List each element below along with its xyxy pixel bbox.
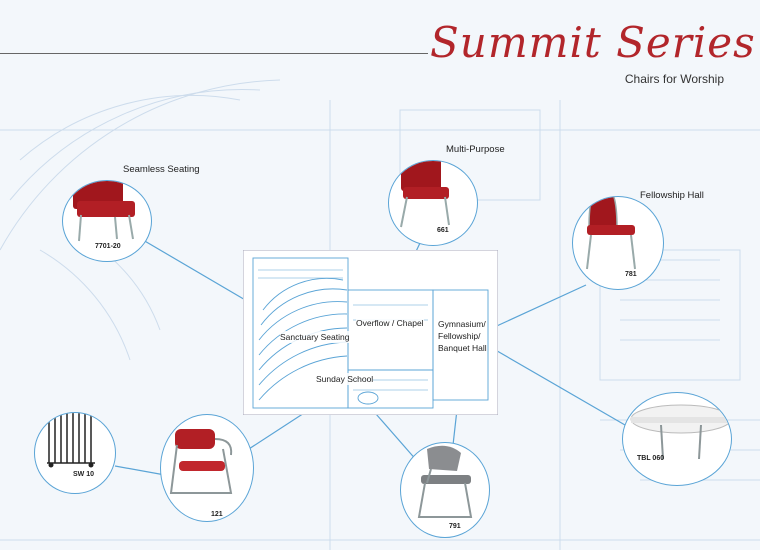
chair-661-icon [400, 161, 450, 228]
plan-label-sunday-school: Sunday School [316, 373, 374, 385]
chair-stack-sw10-icon [47, 413, 95, 468]
chair-7701-20-icon [73, 181, 135, 242]
product-code-661: 661 [437, 227, 449, 234]
product-code-781: 781 [625, 271, 637, 278]
product-circle-sw10: SW 10 [34, 412, 116, 494]
product-circle-791: 791 [400, 442, 490, 538]
plan-label-gymnasium: Gymnasium/ Fellowship/ Banquet Hall [438, 318, 487, 354]
product-label-fellowship: Fellowship Hall [640, 190, 704, 201]
brand-title: Summit Series [430, 18, 756, 67]
product-circle-661: 661 [388, 160, 478, 246]
product-circle-7701-20: 7701-20 [62, 180, 152, 262]
chair-791-icon [417, 445, 473, 518]
product-circle-tbl060: TBL 060 [622, 392, 732, 486]
product-label-multipurpose: Multi-Purpose [446, 144, 505, 155]
plan-label-sanctuary: Sanctuary Seating [280, 331, 350, 343]
round-table-icon [630, 404, 731, 460]
brand-subtitle: Chairs for Worship [624, 72, 724, 86]
product-code-tbl060: TBL 060 [637, 455, 665, 462]
product-code-791: 791 [449, 523, 461, 530]
product-code-7701-20: 7701-20 [95, 243, 121, 250]
product-circle-781: 781 [572, 196, 664, 290]
product-code-sw10: SW 10 [73, 471, 95, 478]
product-label-seamless: Seamless Seating [123, 164, 200, 175]
plan-label-overflow: Overflow / Chapel [356, 317, 424, 329]
product-code-121: 121 [211, 511, 223, 518]
chair-121-icon [169, 429, 233, 494]
chair-781-icon [586, 197, 636, 270]
product-circle-121: 121 [160, 414, 254, 522]
header-rule [0, 53, 428, 54]
